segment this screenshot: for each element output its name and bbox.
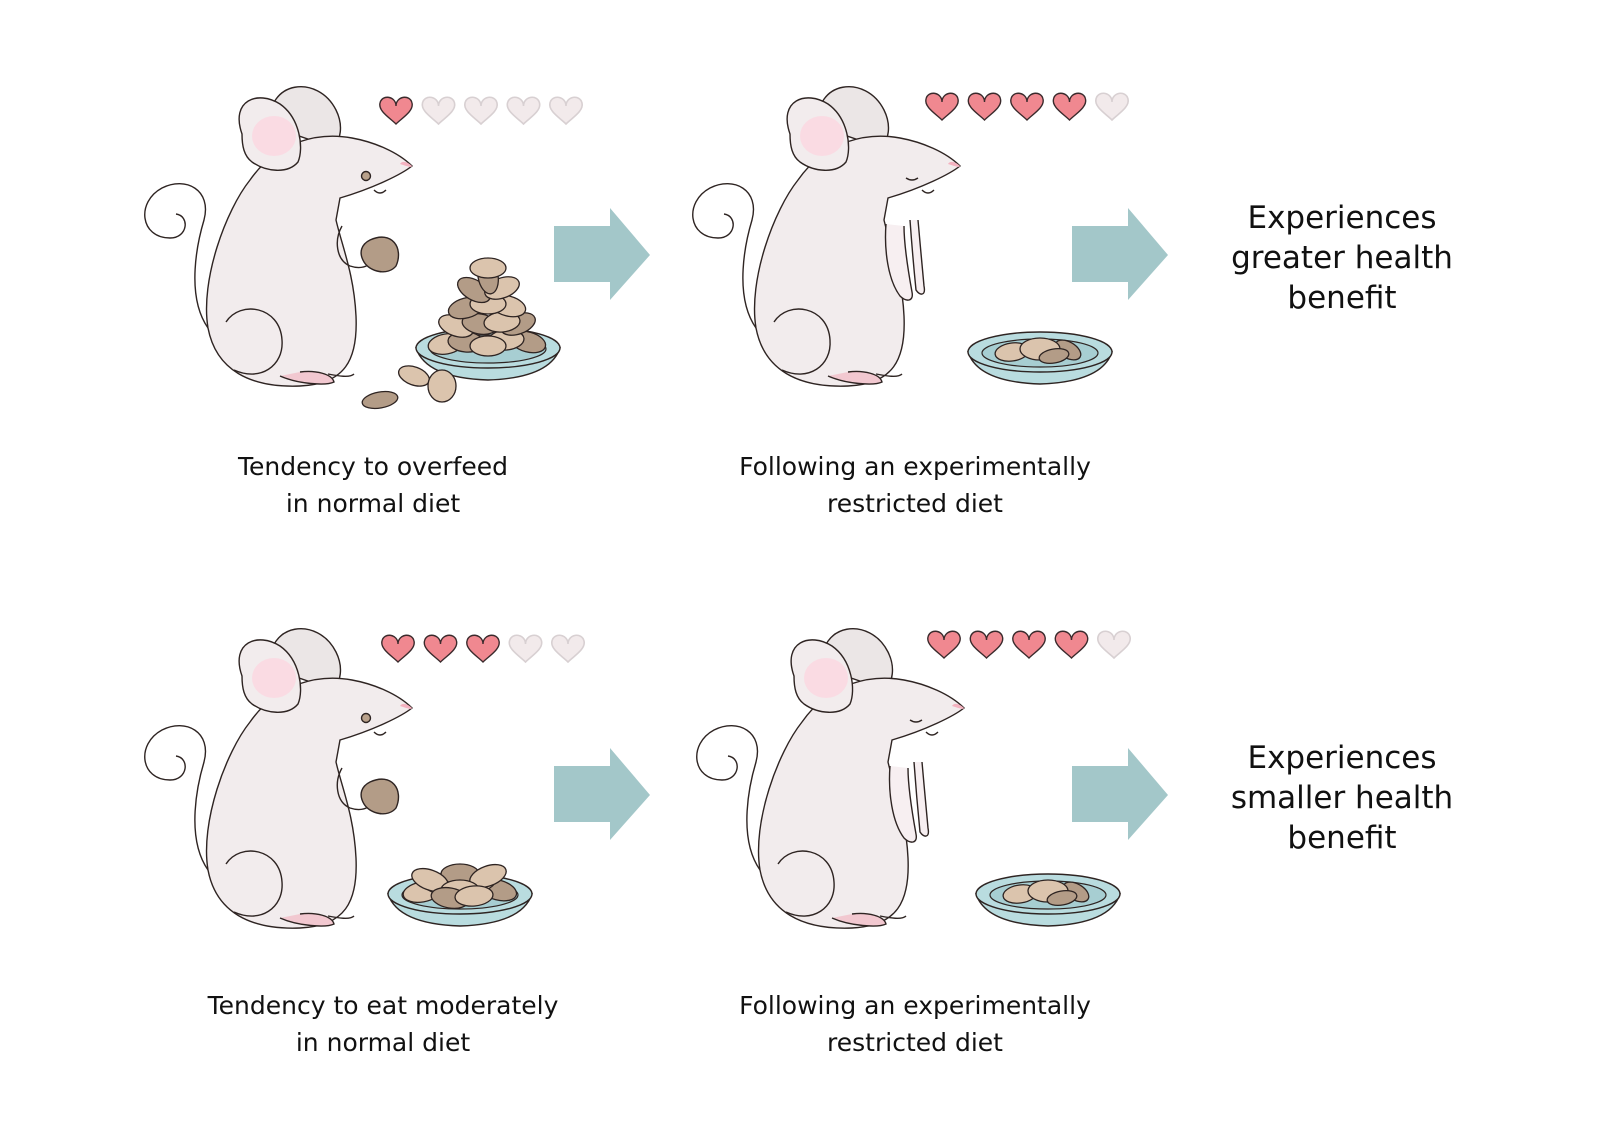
caption-row2-right: Following an experimentally restricted d… [739, 991, 1091, 1057]
arrow-row1-a [554, 208, 650, 300]
arrow-right-icon [554, 748, 650, 840]
food-pellet-icon [454, 885, 494, 907]
heart-empty-icon [508, 634, 543, 664]
food-bowl-icon [975, 873, 1121, 927]
arrow-row1-b [1072, 208, 1168, 300]
arrow-right-icon [1072, 748, 1168, 840]
heart-filled-icon [967, 92, 1002, 121]
food-bowl-icon [967, 331, 1113, 385]
heart-empty-icon [506, 96, 541, 126]
heart-filled-icon [927, 630, 961, 659]
heart-filled-icon [381, 634, 415, 663]
food-pellet-icon [427, 369, 457, 403]
health-hearts-row1-right [925, 92, 1129, 122]
arrow-row2-a [554, 748, 650, 840]
arrow-row2-b [1072, 748, 1168, 840]
food-bowl-icon [415, 257, 561, 381]
mouse-icon [696, 628, 966, 929]
food-pellet-icon [469, 335, 507, 357]
heart-filled-icon [1054, 630, 1089, 659]
food-pellet-icon [469, 257, 507, 279]
outcome-row2: Experiences smaller health benefit [1230, 740, 1454, 856]
food-bowl-icon [387, 863, 533, 927]
heart-empty-icon [549, 96, 583, 126]
heart-filled-icon [379, 96, 413, 125]
heart-empty-icon [421, 96, 456, 126]
mouse-restricted-illustration-row1 [692, 86, 1113, 387]
caption-row1-left: Tendency to overfeed in normal diet [237, 452, 509, 518]
heart-filled-icon [1012, 630, 1046, 659]
heart-filled-icon [969, 630, 1004, 659]
heart-filled-icon [1052, 92, 1087, 121]
arrow-right-icon [1072, 208, 1168, 300]
mouse-icon [692, 86, 962, 387]
health-hearts-row2-left [381, 634, 585, 664]
food-pellet-icon [398, 365, 430, 387]
heart-empty-icon [1095, 92, 1129, 122]
food-pellet-icon [1038, 347, 1070, 365]
heart-empty-icon [551, 634, 585, 664]
mouse-overfeed-illustration [144, 86, 561, 410]
mouse-icon [144, 86, 414, 387]
food-pellet-icon [361, 390, 399, 410]
food-pellet-icon [1046, 889, 1078, 907]
heart-empty-icon [1097, 630, 1131, 660]
health-hearts-row2-right [927, 630, 1131, 660]
caption-row1-right: Following an experimentally restricted d… [739, 452, 1091, 518]
heart-filled-icon [925, 92, 959, 121]
heart-empty-icon [464, 96, 498, 126]
heart-filled-icon [423, 634, 458, 663]
mouse-icon [144, 628, 414, 929]
mouse-restricted-illustration-row2 [696, 628, 1121, 929]
outcome-row1: Experiences greater health benefit [1231, 200, 1453, 316]
health-hearts-row1-left [379, 96, 583, 126]
heart-filled-icon [466, 634, 500, 663]
heart-filled-icon [1010, 92, 1044, 121]
caption-row2-left: Tendency to eat moderately in normal die… [207, 991, 559, 1057]
mouse-moderate-illustration [144, 628, 533, 929]
arrow-right-icon [554, 208, 650, 300]
